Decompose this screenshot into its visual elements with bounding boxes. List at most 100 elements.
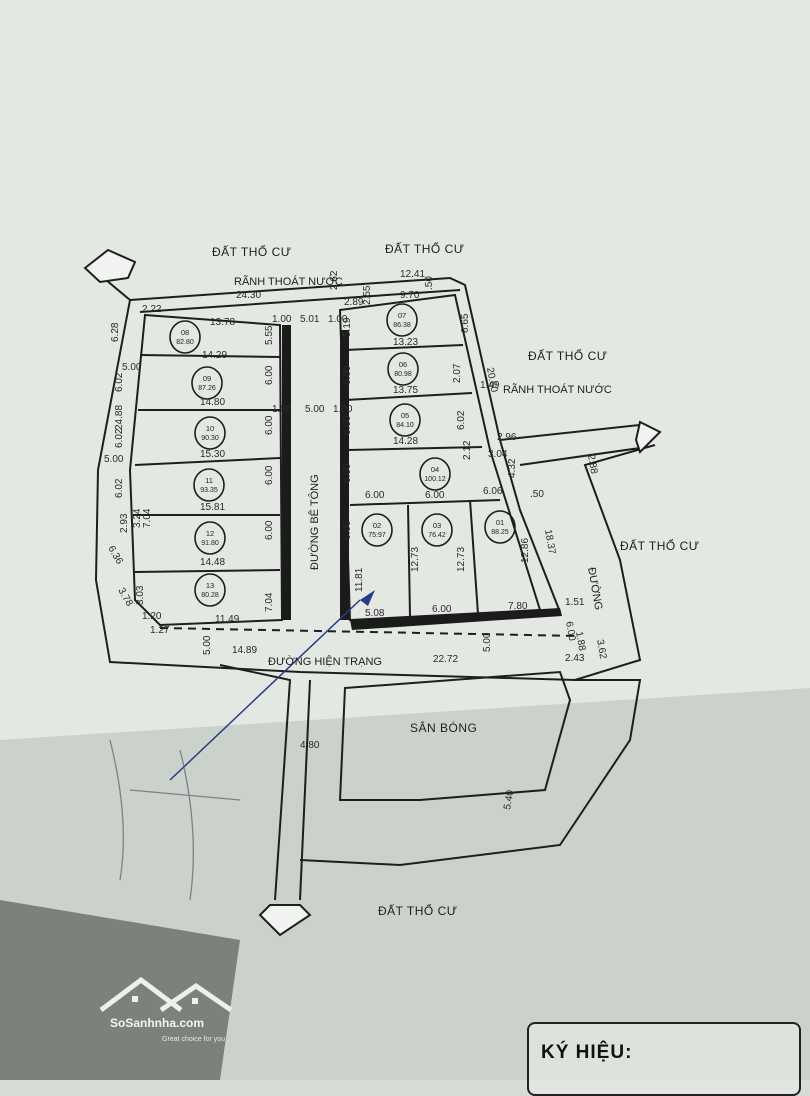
dimension-label: 11.81 bbox=[354, 567, 365, 592]
dimension-label: 14.29 bbox=[202, 350, 227, 361]
dimension-label: 13.78 bbox=[210, 317, 235, 328]
lot-id: 03 bbox=[433, 521, 441, 530]
label-dat-tho-cu-5: ĐẤT THỔ CƯ bbox=[378, 903, 457, 918]
dimension-label: 5.00 bbox=[202, 635, 213, 655]
lot-area: 86.38 bbox=[393, 322, 411, 329]
arrow-top-left bbox=[83, 248, 137, 284]
dimension-label: 13.75 bbox=[393, 385, 418, 396]
dimension-label: 14.48 bbox=[200, 557, 225, 568]
dimension-label: 6.00 bbox=[264, 415, 275, 435]
dimension-label: 6.00 bbox=[563, 621, 577, 643]
house-icon bbox=[99, 976, 233, 1013]
dimension-label: 2.07 bbox=[452, 363, 463, 383]
dimension-label: 15.30 bbox=[200, 449, 225, 460]
pen-arrow-line bbox=[169, 599, 361, 781]
lot-area: 82.80 bbox=[176, 339, 194, 346]
dimension-label: 14.89 bbox=[232, 645, 257, 656]
dimension-label: 6.02 bbox=[114, 428, 125, 448]
dimension-label: 15.81 bbox=[200, 502, 225, 513]
dimension-label: 12.73 bbox=[456, 547, 467, 572]
lot-id: 11 bbox=[205, 476, 213, 485]
dimension-label: 6.00 bbox=[264, 520, 275, 540]
watermark-logo: SoSanhnha.com Great choice for you bbox=[96, 972, 246, 1052]
dimension-label: 2.55 bbox=[362, 285, 373, 305]
dimension-label: .50 bbox=[424, 276, 435, 290]
lot-id: 10 bbox=[206, 424, 214, 433]
watermark-tagline: Great choice for you bbox=[162, 1036, 226, 1043]
dimension-label: 5.08 bbox=[365, 608, 385, 619]
lot-02: 02 75.97 bbox=[361, 513, 393, 547]
road-bar-bottom bbox=[350, 608, 562, 630]
dimension-label: 2.43 bbox=[565, 653, 585, 664]
dimension-label: 6.00 bbox=[432, 604, 452, 615]
lot-id: 09 bbox=[203, 374, 211, 383]
dimension-label: 6.00 bbox=[425, 490, 445, 501]
label-san-bong: SÂN BÓNG bbox=[410, 720, 477, 735]
dimension-label: 5.00 bbox=[104, 454, 124, 465]
dimension-label: 3.62 bbox=[594, 639, 608, 661]
dimension-label: 3.24 bbox=[132, 508, 143, 528]
dimension-label: 1.20 bbox=[142, 611, 162, 622]
lot-area: 84.10 bbox=[396, 422, 414, 429]
dimension-label: 6.00 bbox=[342, 520, 353, 540]
road-bar-right bbox=[340, 330, 349, 620]
dimension-label: 20.50 bbox=[484, 367, 499, 394]
dimension-label: 24.88 bbox=[114, 405, 125, 430]
dimension-label: 9.70 bbox=[400, 290, 420, 301]
shadow-area bbox=[0, 900, 240, 1080]
dimension-label: 5.00 bbox=[482, 632, 493, 652]
dimension-label: 2.62 bbox=[329, 270, 340, 290]
road-bar-left bbox=[282, 325, 291, 620]
lot-id: 02 bbox=[373, 521, 381, 530]
pen-arrowhead bbox=[360, 590, 375, 606]
dimension-label: 7.04 bbox=[264, 592, 275, 612]
label-duong-be-tong: ĐƯỜNG BÊ TÔNG bbox=[308, 474, 321, 570]
dimension-label: 5.00 bbox=[305, 404, 325, 415]
dimension-label: 2.88 bbox=[585, 454, 599, 476]
dimension-label: 3.04 bbox=[488, 449, 508, 460]
dimension-label: 3.03 bbox=[135, 585, 146, 605]
label-dat-tho-cu-1: ĐẤT THỔ CƯ bbox=[212, 244, 291, 259]
lot-area: 87.26 bbox=[198, 385, 216, 392]
dimension-label: 7.80 bbox=[508, 601, 528, 612]
legend-title: KÝ HIỆU: bbox=[541, 1042, 633, 1063]
dimension-label: 1.88 bbox=[573, 631, 587, 653]
dimension-label: 6.02 bbox=[456, 410, 467, 430]
dimension-label: 5.01 bbox=[300, 314, 320, 325]
dimension-label: 6.00 bbox=[365, 490, 385, 501]
lot-area: 100.12 bbox=[424, 476, 446, 483]
handwriting-scribble bbox=[109, 739, 241, 901]
dimension-label: 2.89 bbox=[344, 297, 364, 308]
label-ranh-thoat-nuoc-1: RÃNH THOÁT NƯỚC bbox=[234, 275, 343, 288]
arrow-right bbox=[634, 420, 662, 454]
road-bars bbox=[282, 325, 562, 630]
lot-circle bbox=[169, 320, 201, 354]
lot-area: 80.28 bbox=[201, 592, 219, 599]
dimension-label: 2.96 bbox=[497, 432, 517, 443]
dimension-label: 1.00 bbox=[272, 314, 292, 325]
lot-09: 09 87.26 bbox=[191, 366, 223, 400]
dimension-label: 6.02 bbox=[114, 478, 125, 498]
dimension-label: 22.72 bbox=[433, 654, 458, 665]
dimension-label: 18.37 bbox=[542, 529, 557, 556]
dimension-label: 1.00 bbox=[328, 314, 348, 325]
lot-circle bbox=[419, 457, 451, 491]
dimension-label: 1.49 bbox=[480, 380, 500, 391]
dimension-label: 12.86 bbox=[520, 538, 531, 563]
lot-markers: 0188.250275.970376.4204100.120584.100680… bbox=[169, 303, 516, 607]
dimension-label: 1.00 bbox=[333, 404, 353, 415]
dimension-label: 2.22 bbox=[142, 304, 162, 315]
lot-circle bbox=[484, 510, 516, 544]
lot-area: 75.97 bbox=[368, 532, 386, 539]
dimension-label: 4.32 bbox=[507, 458, 518, 478]
dimension-label: 1.51 bbox=[565, 597, 585, 608]
dimension-label: 1.00 bbox=[272, 404, 292, 415]
